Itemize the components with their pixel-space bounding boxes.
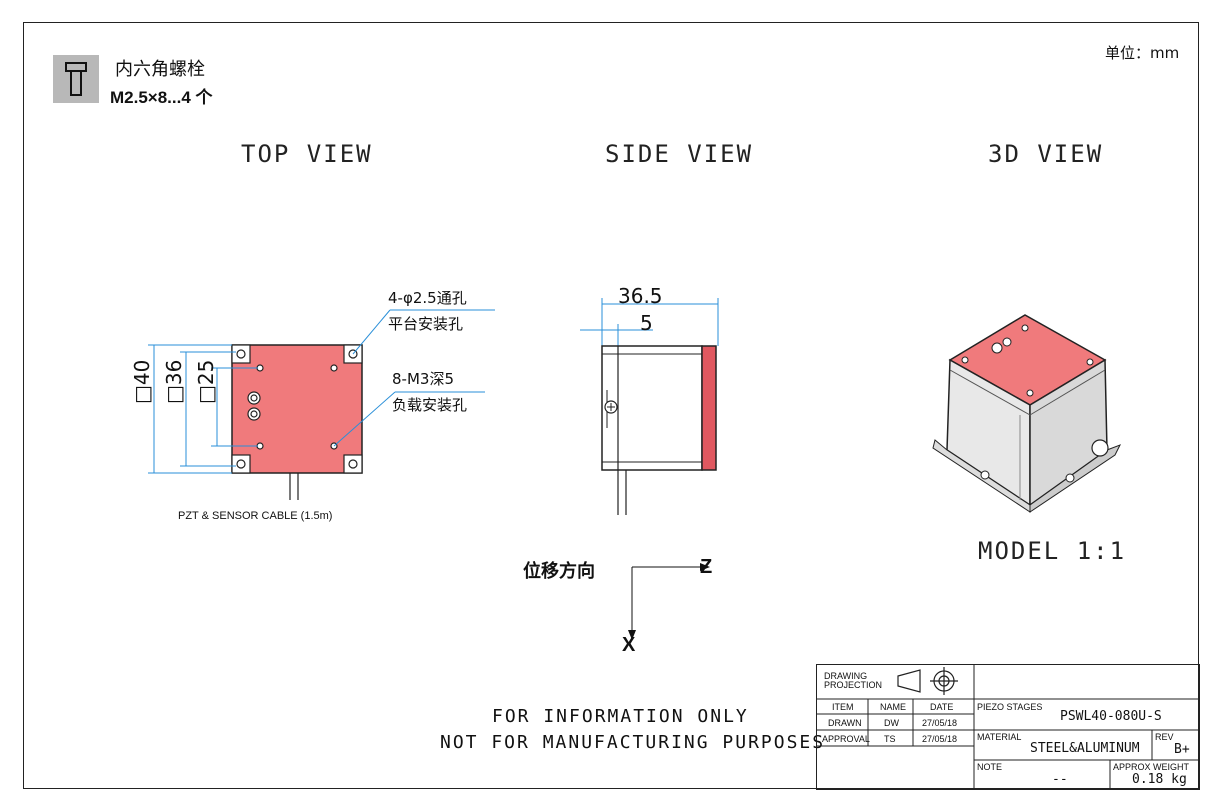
hardware-name: 内六角螺栓 [115, 59, 205, 80]
axis-x-label: X [622, 634, 636, 656]
dim-mid: □36 [162, 359, 186, 404]
dim-inner: □25 [194, 359, 218, 404]
col-item: ITEM [832, 702, 854, 712]
direction-label: 位移方向 [523, 561, 595, 582]
material-value: STEEL&ALUMINUM [1030, 741, 1140, 756]
side-plate [701, 345, 717, 471]
approval-date: 27/05/18 [922, 734, 958, 744]
top-view-drawing [148, 309, 495, 500]
callout-holes: 4-φ2.5通孔 [388, 289, 467, 307]
axis-arrows [628, 563, 710, 640]
note-label: NOTE [977, 762, 1003, 772]
row-approval: APPROVAL [822, 734, 870, 744]
title-block: DRAWING PROJECTION ITEM NAME DATE DRAWN … [816, 664, 1200, 790]
rev-value: B+ [1174, 742, 1190, 757]
hex-bolt-icon [65, 62, 87, 96]
rev-label: REV [1155, 732, 1174, 742]
approval-name: TS [884, 734, 896, 744]
callout-holes-sub: 平台安装孔 [388, 315, 464, 333]
bolt-icon-box [53, 55, 99, 103]
projection-symbol-icon [897, 667, 958, 695]
dim-total: 36.5 [618, 284, 663, 308]
side-view-drawing [580, 298, 719, 515]
top-view-title: TOP VIEW [241, 140, 373, 168]
hardware-spec: M2.5×8...4 个 [110, 88, 213, 107]
projection-label-1: DRAWING [824, 671, 868, 681]
iso-view-drawing [932, 314, 1122, 513]
callout-threads-sub: 负载安装孔 [392, 396, 468, 414]
weight-value: 0.18 kg [1132, 772, 1187, 787]
dim-outer: □40 [130, 359, 154, 404]
projection-label-2: PROJECTION [824, 680, 883, 690]
drawing-frame [23, 22, 1199, 789]
side-view-title: SIDE VIEW [605, 140, 754, 168]
note-value: -- [1052, 772, 1068, 787]
product-value: PSWL40-080U-S [1060, 709, 1162, 724]
callout-threads: 8-M3深5 [392, 370, 454, 388]
material-label: MATERIAL [977, 732, 1022, 742]
drawn-date: 27/05/18 [922, 718, 958, 728]
axis-z-label: Z [700, 556, 713, 578]
row-drawn: DRAWN [828, 718, 862, 728]
dim-plate: 5 [640, 311, 653, 335]
drawn-name: DW [884, 718, 899, 728]
disclaimer-line1: FOR INFORMATION ONLY [492, 706, 749, 727]
model-scale: MODEL 1:1 [978, 537, 1127, 565]
cable-label: PZT & SENSOR CABLE (1.5m) [178, 510, 333, 522]
product-label: PIEZO STAGES [977, 702, 1043, 712]
col-name: NAME [880, 702, 907, 712]
col-date: DATE [930, 702, 954, 712]
units-label: 单位：mm [1105, 44, 1180, 62]
disclaimer-line2: NOT FOR MANUFACTURING PURPOSES [440, 732, 826, 753]
weight-label: APPROX WEIGHT [1113, 762, 1190, 772]
iso-view-title: 3D VIEW [988, 140, 1104, 168]
